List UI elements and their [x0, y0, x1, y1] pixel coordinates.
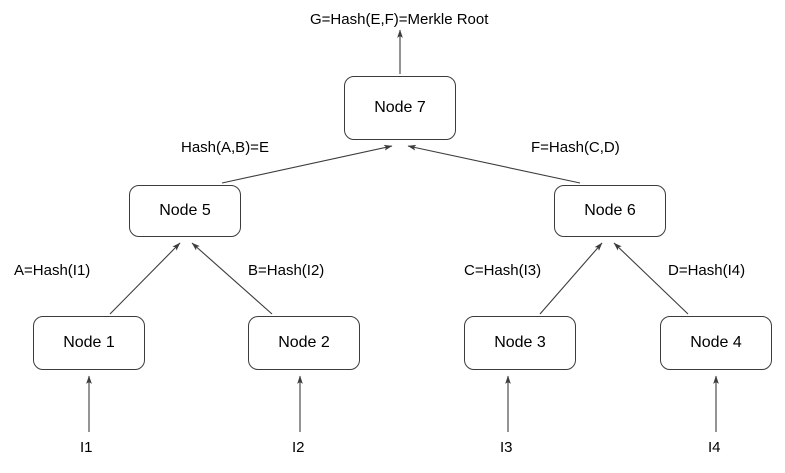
edge-label-hash-i1: A=Hash(I1) — [14, 262, 91, 279]
node-box-node6[interactable]: Node 6 — [554, 185, 666, 237]
input-label-i2: I2 — [292, 439, 305, 456]
node-box-node7[interactable]: Node 7 — [344, 76, 456, 140]
node-label: Node 7 — [374, 99, 426, 116]
edge-label-hash-i3: C=Hash(I3) — [464, 262, 542, 279]
input-label-i1: I1 — [80, 439, 93, 456]
node-box-node2[interactable]: Node 2 — [248, 316, 360, 370]
edge-node2-node5 — [191, 242, 273, 315]
merkle-root-label: G=Hash(E,F)=Merkle Root — [310, 11, 489, 28]
edge-label-hash-cd: F=Hash(C,D) — [531, 139, 620, 156]
edge-label-hash-i2: B=Hash(I2) — [248, 262, 325, 279]
edge-node5-node7 — [221, 144, 393, 184]
node-label: Node 6 — [584, 202, 636, 219]
node-box-node4[interactable]: Node 4 — [660, 316, 772, 370]
node-box-node1[interactable]: Node 1 — [33, 316, 145, 370]
node-label: Node 4 — [690, 334, 742, 351]
node-label: Node 1 — [63, 334, 115, 351]
node-box-node5[interactable]: Node 5 — [129, 185, 241, 237]
node-label: Node 5 — [159, 202, 211, 219]
edge-node6-node7 — [407, 144, 581, 184]
edge-node1-node5 — [109, 242, 181, 315]
input-label-i4: I4 — [708, 439, 721, 456]
edge-label-hash-ab: Hash(A,B)=E — [181, 139, 269, 156]
input-label-i3: I3 — [500, 439, 513, 456]
edge-label-hash-i4: D=Hash(I4) — [668, 262, 746, 279]
node-label: Node 3 — [494, 334, 546, 351]
edge-node3-node6 — [539, 242, 603, 315]
node-box-node3[interactable]: Node 3 — [464, 316, 576, 370]
node-label: Node 2 — [278, 334, 330, 351]
edge-node4-node6 — [613, 242, 689, 315]
